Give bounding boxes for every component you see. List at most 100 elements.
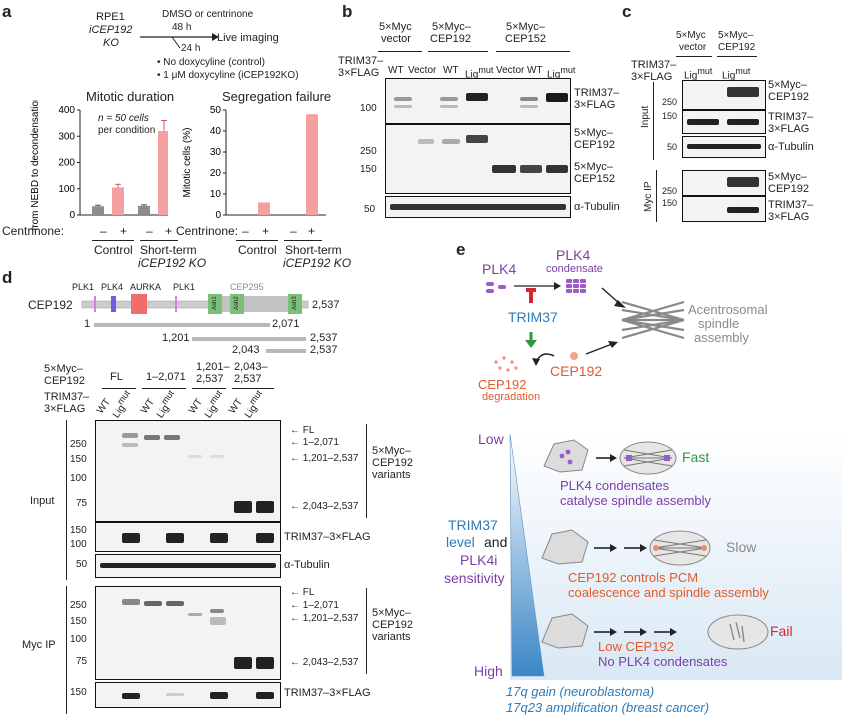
y-tick-label: 0 — [215, 210, 221, 221]
construct-3-end: 2,537 — [310, 344, 338, 356]
d-trim-right: TRIM37–3×FLAG — [284, 531, 371, 543]
d-mw-in-100: 100 — [70, 473, 87, 484]
d-ip-variants-2: CEP192 — [372, 619, 413, 631]
y-tick-label: 200 — [58, 158, 75, 169]
y-tick-label: 300 — [58, 131, 75, 142]
c-blot-trim-input — [682, 110, 766, 134]
d-col-fl: FL — [110, 371, 123, 383]
d-mw-trim-150: 150 — [70, 525, 87, 536]
group-icep192-2: iCEP192 KO — [283, 256, 352, 270]
d-blot-tubulin — [95, 554, 281, 578]
panel-a-label: a — [2, 2, 12, 21]
b-group-2a: 5×Myc– — [432, 21, 471, 33]
c-right-8: TRIM37– — [768, 199, 814, 211]
y-axis-label: Time from NEBD to decondensation (min) — [30, 100, 41, 230]
c-myc-ip-label: Myc IP — [643, 181, 654, 212]
d-mw-tub-50: 50 — [76, 559, 88, 570]
c-mw-250-ip: 250 — [662, 186, 678, 196]
d-blot-ip-trim — [95, 682, 281, 708]
d-blot-input-myc — [95, 420, 281, 522]
time-24h: 24 h — [181, 43, 201, 54]
d-ip-variants-1: 5×Myc– — [372, 607, 411, 619]
centrinone-label-2: Centrinone: — [176, 224, 239, 238]
live-imaging-label: Live imaging — [217, 32, 279, 44]
e-trim37: TRIM37 — [508, 309, 558, 325]
e-level-wedge — [509, 433, 545, 677]
d-ip-arrow-1-2071: ← 1–2,071 — [290, 600, 339, 611]
cep192-domain-map — [81, 294, 309, 314]
d-blot-input-trim — [95, 522, 281, 552]
c-input-label: Input — [640, 105, 651, 128]
c-mw-50: 50 — [667, 142, 678, 152]
d-lane-8: Ligmut — [242, 388, 264, 421]
e-fast-desc-2: catalyse spindle assembly — [560, 493, 712, 508]
d-mw-in-150: 150 — [70, 454, 87, 465]
c-right-7: CEP192 — [768, 183, 809, 195]
group-shortterm-1: Short-term — [140, 243, 197, 257]
e-high: High — [474, 663, 503, 679]
d-myc-label-2: CEP192 — [44, 375, 85, 387]
c-group-2b: CEP192 — [718, 42, 756, 53]
b-group-3a: 5×Myc– — [506, 21, 545, 33]
c-right-2: CEP192 — [768, 91, 809, 103]
c-group-2a: 5×Myc– — [718, 30, 754, 41]
d-lane-4: Ligmut — [154, 388, 176, 421]
d-col-1201a: 1,201– — [196, 361, 230, 373]
e-cep192-deg-2: degradation — [482, 391, 541, 403]
e-level-4: sensitivity — [444, 570, 505, 586]
b-mw-150: 150 — [360, 164, 377, 175]
c-blot-trim-ip — [682, 196, 766, 222]
c-trim-label-1: TRIM37– — [631, 59, 677, 71]
b-lane-4: Ligmut — [465, 65, 494, 81]
c-lane-2: Ligmut — [722, 66, 751, 82]
c-mw-250: 250 — [662, 97, 678, 107]
chart1-title: Mitotic duration — [86, 89, 175, 104]
e-spindle-icon — [621, 300, 685, 340]
d-tubulin-right: α-Tubulin — [284, 559, 330, 571]
construct-2-start: 1,201 — [162, 332, 190, 344]
e-level-3: PLK4i — [460, 552, 498, 568]
domain-plk4: PLK4 — [101, 282, 124, 292]
b-right-2: 3×FLAG — [574, 99, 616, 111]
d-input-label: Input — [30, 495, 55, 507]
e-level-2: level — [446, 534, 475, 550]
chart2-title: Segregation failure — [222, 89, 332, 104]
e-level-1: TRIM37 — [448, 517, 498, 533]
sign-5: – — [242, 224, 249, 238]
b-lane-6: WT — [527, 65, 543, 76]
panel-c-label: c — [622, 2, 632, 21]
c-trim-label-2: 3×FLAG — [631, 71, 673, 83]
d-col-1201b: 2,537 — [196, 373, 224, 385]
d-col-1-2071: 1–2,071 — [146, 371, 186, 383]
c-right-1: 5×Myc– — [768, 79, 807, 91]
b-right-6: CEP152 — [574, 173, 615, 185]
d-col-2043a: 2,043– — [234, 361, 268, 373]
b-blot-tubulin — [385, 196, 571, 218]
domain-ash1: Ash1 — [212, 296, 218, 310]
domain-ash3: Ash3 — [292, 296, 298, 310]
bar-2 — [258, 202, 270, 215]
y-tick-label: 100 — [58, 184, 75, 195]
e-fail-row — [541, 613, 769, 650]
d-mw-trim-100: 100 — [70, 539, 87, 550]
construct-1-start: 1 — [84, 318, 91, 330]
d-blot-ip-myc — [95, 586, 281, 680]
sign-6: + — [262, 224, 270, 238]
c-right-3: TRIM37– — [768, 111, 814, 123]
d-arrow-1-2071: ← 1–2,071 — [290, 437, 339, 448]
d-ip-variants-3: variants — [372, 631, 411, 643]
sign-4: + — [165, 224, 173, 238]
e-plk4-cond-1: PLK4 — [556, 247, 591, 263]
e-plk4-diagram — [486, 279, 626, 348]
bar-3 — [138, 205, 150, 215]
d-myc-ip-label: Myc IP — [22, 639, 56, 651]
c-blot-tubulin — [682, 136, 766, 158]
sign-2: + — [120, 224, 128, 238]
e-cep192: CEP192 — [550, 363, 603, 379]
bullet-dox: • 1 μM doxycyline (iCEP192KO) — [157, 70, 299, 81]
b-right-3: 5×Myc– — [574, 127, 613, 139]
bar-1 — [92, 206, 104, 215]
domain-ash2: Ash2 — [234, 296, 240, 310]
b-lane-1: WT — [388, 65, 404, 76]
